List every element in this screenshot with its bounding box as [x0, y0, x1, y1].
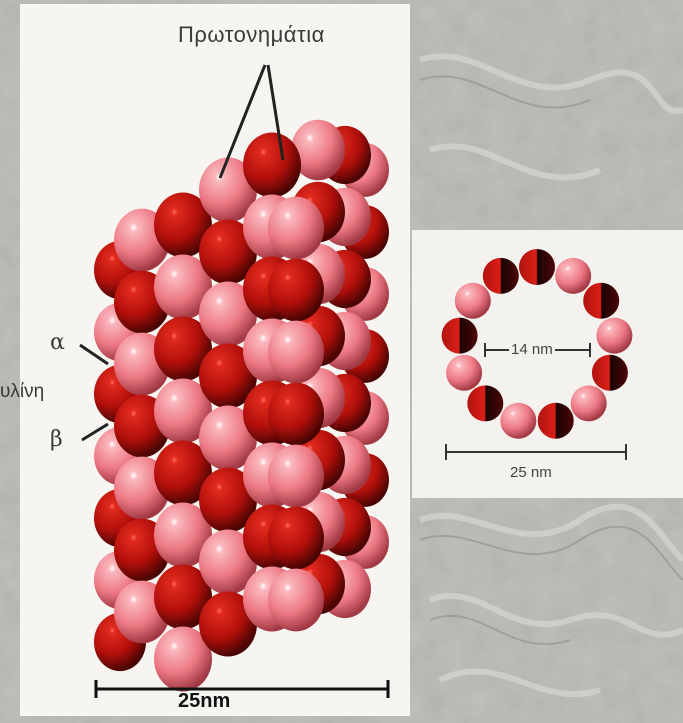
ring-subunit	[467, 385, 503, 421]
inner-diameter-label: 14 nm	[509, 341, 555, 358]
ring-subunit	[442, 318, 478, 354]
alpha-subunit-sphere	[268, 383, 324, 446]
ring-subunit	[538, 403, 574, 439]
beta-subunit-sphere	[268, 321, 324, 384]
ring-subunit	[455, 283, 491, 319]
protofilaments-label: Πρωτονημάτια	[178, 22, 325, 48]
ring-subunit	[500, 403, 536, 439]
tubulin-subunit-stack	[94, 120, 389, 692]
alpha-subunit-sphere	[243, 133, 301, 198]
scale-bar-label: 25nm	[178, 690, 230, 713]
ring-subunit	[446, 355, 482, 391]
ring-subunit	[555, 258, 591, 294]
ring-subunit	[571, 385, 607, 421]
alpha-subunit-sphere	[268, 259, 324, 322]
beta-subunit-sphere	[268, 569, 324, 632]
alpha-subunit-sphere	[268, 507, 324, 570]
tubulin-label: υλίνη	[0, 381, 44, 403]
beta-tubulin-label: β	[50, 427, 63, 452]
ring-subunit	[583, 283, 619, 319]
ring-subunit	[592, 355, 628, 391]
beta-subunit-sphere	[268, 445, 324, 508]
alpha-tubulin-label: α	[50, 330, 65, 355]
ring-subunit	[483, 258, 519, 294]
ring-subunit	[596, 318, 632, 354]
ring-subunit	[519, 249, 555, 285]
beta-subunit-sphere	[268, 197, 324, 260]
outer-diameter-label: 25 nm	[510, 464, 552, 481]
